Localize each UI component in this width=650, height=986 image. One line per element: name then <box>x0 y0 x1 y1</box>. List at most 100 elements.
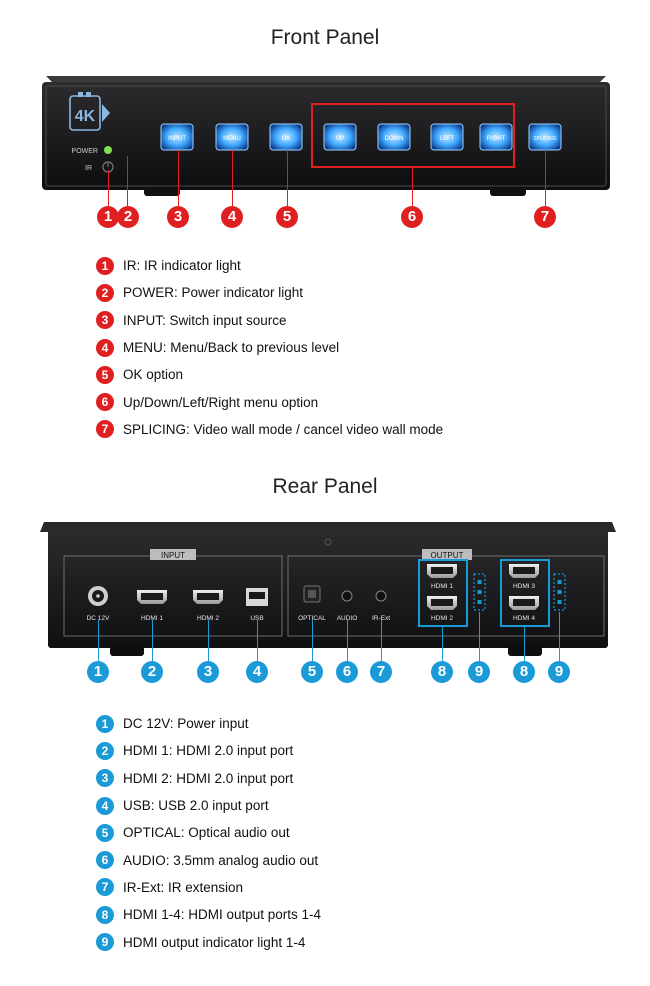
dc-12v-port[interactable] <box>88 586 108 606</box>
rear-badge-6: 6 <box>336 661 358 683</box>
legend-text: HDMI 2: HDMI 2.0 input port <box>123 770 294 786</box>
legend-number: 4 <box>96 796 114 815</box>
legend-text: IR: IR indicator light <box>123 258 241 274</box>
rear-badge-1: 1 <box>87 661 109 683</box>
ir-ext-label: IR-Ext <box>372 615 390 622</box>
legend-number: 4 <box>96 338 114 357</box>
hdmi-4-output-port[interactable] <box>509 596 539 610</box>
legend-number: 5 <box>96 365 114 384</box>
rear-badge-4: 4 <box>246 661 268 683</box>
legend-number: 7 <box>96 420 114 439</box>
dc-12v-label: DC 12V <box>87 615 110 622</box>
hdmi-2-input-label: HDMI 2 <box>197 615 219 622</box>
legend-number: 9 <box>96 933 114 952</box>
ir-ext-port[interactable] <box>375 590 387 602</box>
rear-legend-item: 1 DC 12V: Power input <box>96 710 321 737</box>
legend-text: POWER: Power indicator light <box>123 285 304 301</box>
legend-text: OK option <box>123 367 184 383</box>
legend-number: 6 <box>96 851 114 870</box>
front-legend-item: 5 OK option <box>96 361 443 388</box>
button-label-right: RIGHT <box>487 136 506 142</box>
front-panel-title: Front Panel <box>270 26 380 49</box>
rear-badge-9b: 9 <box>548 661 570 683</box>
legend-text: HDMI 1: HDMI 2.0 input port <box>123 743 294 759</box>
hdmi-4-output-label: HDMI 4 <box>513 615 535 622</box>
ir-label: IR <box>85 165 92 172</box>
hdmi-2-input-port[interactable] <box>193 590 223 604</box>
optical-port[interactable] <box>303 585 321 603</box>
4k-logo-icon <box>69 92 110 131</box>
hdmi-1-input-port[interactable] <box>137 590 167 604</box>
legend-number: 8 <box>96 905 114 924</box>
rear-legend-item: 5 OPTICAL: Optical audio out <box>96 819 321 846</box>
button-label-splicing: SPLICING <box>533 136 556 142</box>
legend-text: MENU: Menu/Back to previous level <box>123 340 340 356</box>
button-label-down: DOWN <box>385 136 404 142</box>
legend-text: HDMI 1-4: HDMI output ports 1-4 <box>123 907 322 923</box>
input-group-label: INPUT <box>161 551 185 560</box>
front-button-down[interactable] <box>377 123 411 151</box>
legend-text: AUDIO: 3.5mm analog audio out <box>123 852 319 868</box>
front-legend-item: 4 MENU: Menu/Back to previous level <box>96 334 443 361</box>
hdmi-3-output-label: HDMI 3 <box>513 583 535 590</box>
hdmi-1-input-label: HDMI 1 <box>141 615 163 622</box>
rear-panel-device: INPUT OUTPUT DC 12V HDMI 1 HDMI 2 USB OP… <box>40 522 616 656</box>
front-badge-3: 3 <box>167 206 189 228</box>
front-badge-2: 2 <box>117 206 139 228</box>
front-badge-1: 1 <box>97 206 119 228</box>
legend-number: 2 <box>96 283 114 302</box>
usb-port[interactable] <box>246 588 268 606</box>
legend-number: 1 <box>96 714 114 733</box>
button-label-up: UP <box>336 136 344 142</box>
audio-label: AUDIO <box>337 615 358 622</box>
rear-panel-title: Rear Panel <box>272 475 378 498</box>
front-badge-7: 7 <box>534 206 556 228</box>
button-label-menu: MENU <box>223 136 241 142</box>
rear-badge-2: 2 <box>141 661 163 683</box>
front-button-ok[interactable] <box>269 123 303 151</box>
legend-text: Up/Down/Left/Right menu option <box>123 394 319 410</box>
hdmi-1-output-port[interactable] <box>427 564 457 578</box>
arrow-buttons-highlight <box>311 103 515 168</box>
power-indicator-light <box>104 146 112 154</box>
legend-number: 5 <box>96 823 114 842</box>
front-badge-5: 5 <box>276 206 298 228</box>
rear-badge-7: 7 <box>370 661 392 683</box>
legend-text: DC 12V: Power input <box>123 716 249 732</box>
legend-text: USB: USB 2.0 input port <box>123 798 269 814</box>
power-label: POWER <box>72 148 98 155</box>
legend-text: OPTICAL: Optical audio out <box>123 825 290 841</box>
front-legend-item: 2 POWER: Power indicator light <box>96 279 443 306</box>
rear-badge-3: 3 <box>197 661 219 683</box>
audio-port[interactable] <box>341 590 353 602</box>
rear-legend-item: 8 HDMI 1-4: HDMI output ports 1-4 <box>96 901 321 928</box>
legend-text: IR-Ext: IR extension <box>123 879 244 895</box>
rear-badge-9: 9 <box>468 661 490 683</box>
front-legend-list: 1 IR: IR indicator light 2 POWER: Power in… <box>96 252 443 443</box>
legend-number: 3 <box>96 311 114 330</box>
front-button-right[interactable] <box>479 123 513 151</box>
rear-badge-5: 5 <box>301 661 323 683</box>
front-button-input[interactable] <box>160 123 194 151</box>
legend-number: 1 <box>96 256 114 275</box>
4k-logo-text: 4K <box>75 108 96 125</box>
front-panel-device: 4K POWER IR INPUT MENU OK UP DOWN LEFT R… <box>42 76 610 196</box>
button-label-left: LEFT <box>440 136 455 142</box>
output-indicator-lights-1-2 <box>473 573 486 611</box>
front-button-up[interactable] <box>323 123 357 151</box>
front-legend-item: 1 IR: IR indicator light <box>96 252 443 279</box>
legend-number: 3 <box>96 769 114 788</box>
hdmi-3-output-port[interactable] <box>509 564 539 578</box>
rear-legend-item: 3 HDMI 2: HDMI 2.0 input port <box>96 765 321 792</box>
hdmi-1-2-highlight <box>418 559 468 627</box>
front-button-left[interactable] <box>430 123 464 151</box>
rear-badge-8b: 8 <box>513 661 535 683</box>
output-indicator-lights-3-4 <box>553 573 566 611</box>
rear-legend-item: 6 AUDIO: 3.5mm analog audio out <box>96 846 321 873</box>
hdmi-2-output-port[interactable] <box>427 596 457 610</box>
